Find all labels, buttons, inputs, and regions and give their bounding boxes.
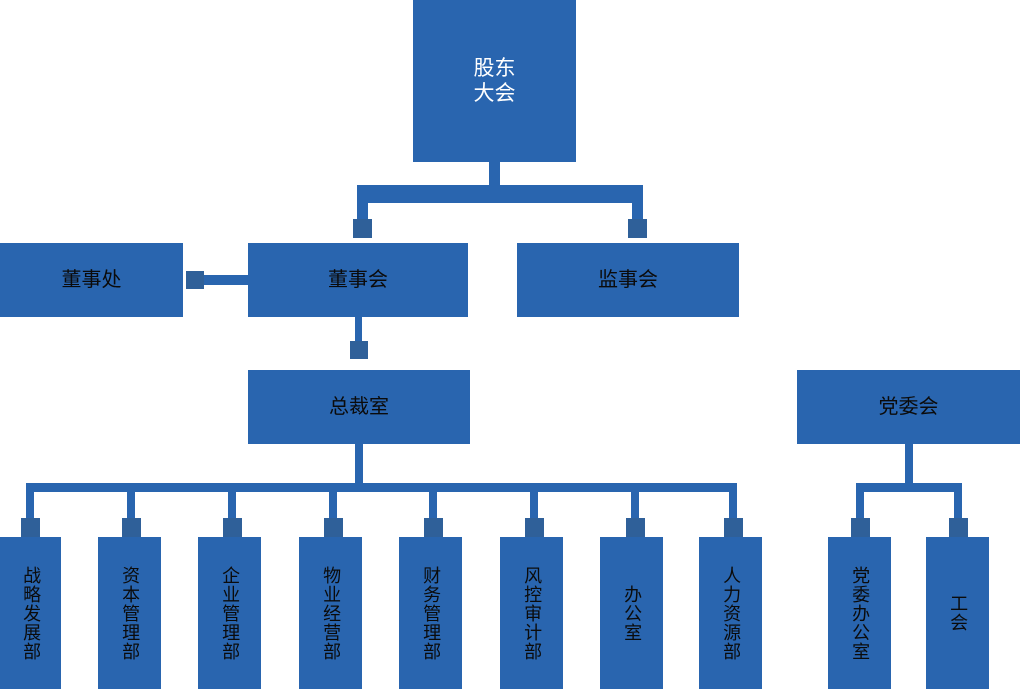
connector-cap-dept-office: [626, 518, 645, 537]
node-dept-finance-label: 财务管理部: [420, 565, 442, 661]
connector-level2-rail: [357, 185, 643, 203]
node-dept-strategy[interactable]: 战略发展部: [0, 537, 61, 689]
node-board-of-supervisors[interactable]: 监事会: [517, 243, 739, 317]
node-president-office-label: 总裁室: [329, 394, 389, 419]
connector-cap-board-directors: [353, 219, 372, 238]
connector-leg-dept-union: [954, 492, 962, 518]
node-dept-strategy-label: 战略发展部: [20, 565, 42, 661]
connector-cap-board-supervisors: [628, 219, 647, 238]
connector-shareholders-stem: [489, 162, 500, 185]
connector-cap-dept-risk-audit: [525, 518, 544, 537]
node-shareholders[interactable]: 股东 大会: [413, 0, 576, 162]
connector-leg-dept-party-office: [856, 492, 864, 518]
node-board-of-supervisors-label: 监事会: [598, 267, 658, 292]
connector-leg-dept-capital: [127, 492, 135, 518]
node-dept-hr[interactable]: 人力资源部: [699, 537, 762, 689]
connector-president-stem: [355, 444, 363, 483]
connector-leg-dept-finance: [429, 492, 437, 518]
connector-directors-stem: [355, 317, 362, 341]
connector-cap-dept-finance: [424, 518, 443, 537]
node-dept-capital-label: 资本管理部: [119, 565, 141, 661]
node-president-office[interactable]: 总裁室: [248, 370, 470, 444]
connector-leg-dept-office: [631, 492, 639, 518]
node-dept-office[interactable]: 办公室: [600, 537, 663, 689]
node-dept-union-label: 工会: [947, 594, 969, 632]
node-dept-union[interactable]: 工会: [926, 537, 989, 689]
node-shareholders-label: 股东 大会: [473, 56, 516, 105]
node-dept-party-office-label: 党委办公室: [849, 565, 871, 661]
connector-level2-left-leg: [357, 203, 368, 219]
connector-cap-dept-enterprise: [223, 518, 242, 537]
node-dept-finance[interactable]: 财务管理部: [399, 537, 462, 689]
connector-leg-dept-enterprise: [228, 492, 236, 518]
connector-leg-dept-strategy: [26, 492, 34, 518]
connector-cap-dept-strategy: [21, 518, 40, 537]
connector-cap-dept-party-office: [851, 518, 870, 537]
node-dept-party-office[interactable]: 党委办公室: [828, 537, 891, 689]
node-party-committee-label: 党委会: [878, 394, 939, 419]
connector-leg-dept-risk-audit: [530, 492, 538, 518]
node-dept-property[interactable]: 物业经营部: [299, 537, 362, 689]
node-dept-risk-audit-label: 风控审计部: [521, 565, 543, 661]
connector-leg-dept-property: [329, 492, 337, 518]
connector-departments-rail: [26, 483, 737, 492]
node-dept-capital[interactable]: 资本管理部: [98, 537, 161, 689]
node-dept-office-label: 办公室: [621, 584, 643, 642]
connector-cap-dept-hr: [724, 518, 743, 537]
connector-cap-dept-property: [324, 518, 343, 537]
node-dept-enterprise[interactable]: 企业管理部: [198, 537, 261, 689]
node-board-office-label: 董事处: [61, 267, 122, 292]
node-dept-hr-label: 人力资源部: [720, 565, 742, 661]
node-dept-enterprise-label: 企业管理部: [219, 565, 241, 661]
node-dept-property-label: 物业经营部: [320, 565, 342, 661]
connector-cap-board-office: [186, 271, 204, 289]
connector-party-stem: [905, 444, 913, 483]
node-dept-risk-audit[interactable]: 风控审计部: [500, 537, 563, 689]
connector-level2-right-leg: [632, 203, 643, 219]
node-board-of-directors-label: 董事会: [328, 267, 388, 292]
connector-party-rail: [856, 483, 962, 492]
connector-leg-dept-hr: [729, 492, 737, 518]
connector-cap-president-office: [350, 341, 368, 359]
connector-cap-dept-capital: [122, 518, 141, 537]
connector-board-office-link: [204, 275, 249, 285]
node-board-of-directors[interactable]: 董事会: [248, 243, 468, 317]
connector-cap-dept-union: [949, 518, 968, 537]
node-party-committee[interactable]: 党委会: [797, 370, 1020, 444]
node-board-office[interactable]: 董事处: [0, 243, 183, 317]
